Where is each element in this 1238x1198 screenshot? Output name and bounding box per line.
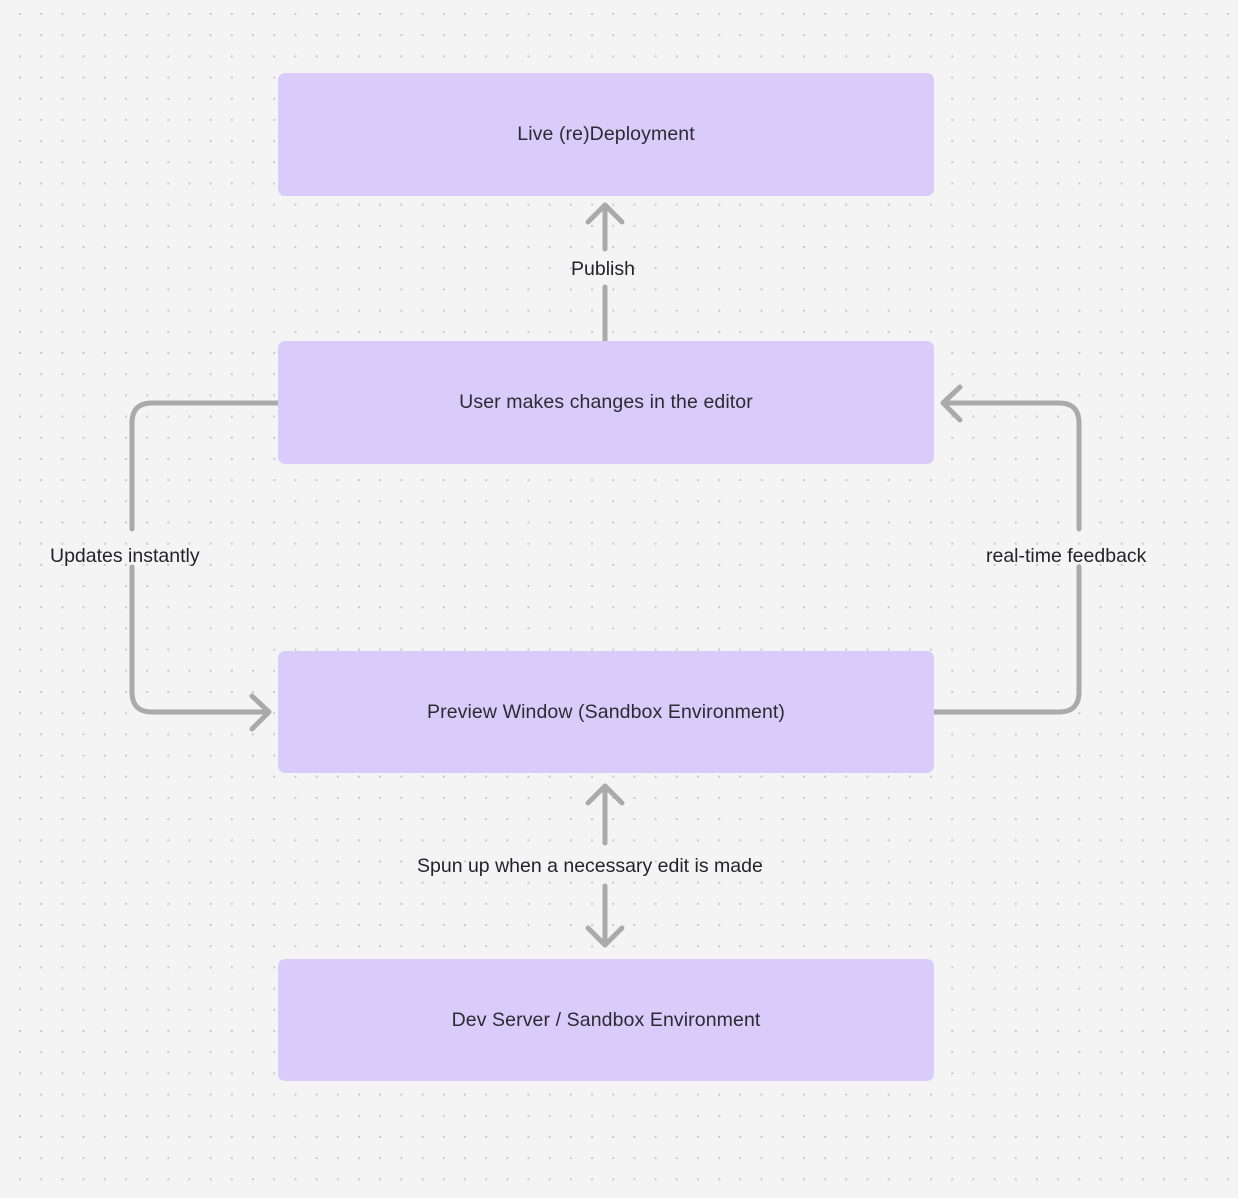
arrowhead-right-updates [249, 693, 272, 732]
node-dev-server-label: Dev Server / Sandbox Environment [451, 1008, 761, 1031]
node-live-redeployment-label: Live (re)Deployment [517, 123, 695, 145]
node-dev-server[interactable]: Dev Server / Sandbox Environment [278, 959, 934, 1081]
edge-label-publish: Publish [571, 258, 635, 280]
edge-updates-lower-segment [129, 564, 270, 715]
edge-label-updates-instantly: Updates instantly [50, 545, 200, 567]
node-user-makes-changes[interactable]: User makes changes in the editor [278, 341, 934, 464]
node-user-makes-changes-label: User makes changes in the editor [459, 391, 753, 413]
edge-label-spun-up: Spun up when a necessary edit is made [417, 855, 763, 877]
arrowhead-down-spunup [585, 925, 625, 948]
node-preview-window-label: Preview Window (Sandbox Environment) [427, 700, 785, 723]
edge-realtime-lower-segment [931, 564, 1082, 715]
node-live-redeployment[interactable]: Live (re)Deployment [278, 73, 934, 196]
edge-realtime-upper-segment [942, 400, 1082, 532]
arrowhead-up-spunup [585, 783, 625, 806]
arrowhead-left-realtime [940, 384, 963, 423]
edge-updates-upper-segment [129, 400, 281, 532]
arrowhead-up-publish [585, 202, 625, 225]
node-preview-window[interactable]: Preview Window (Sandbox Environment) [278, 651, 934, 773]
edge-label-real-time-feedback: real-time feedback [986, 545, 1147, 567]
